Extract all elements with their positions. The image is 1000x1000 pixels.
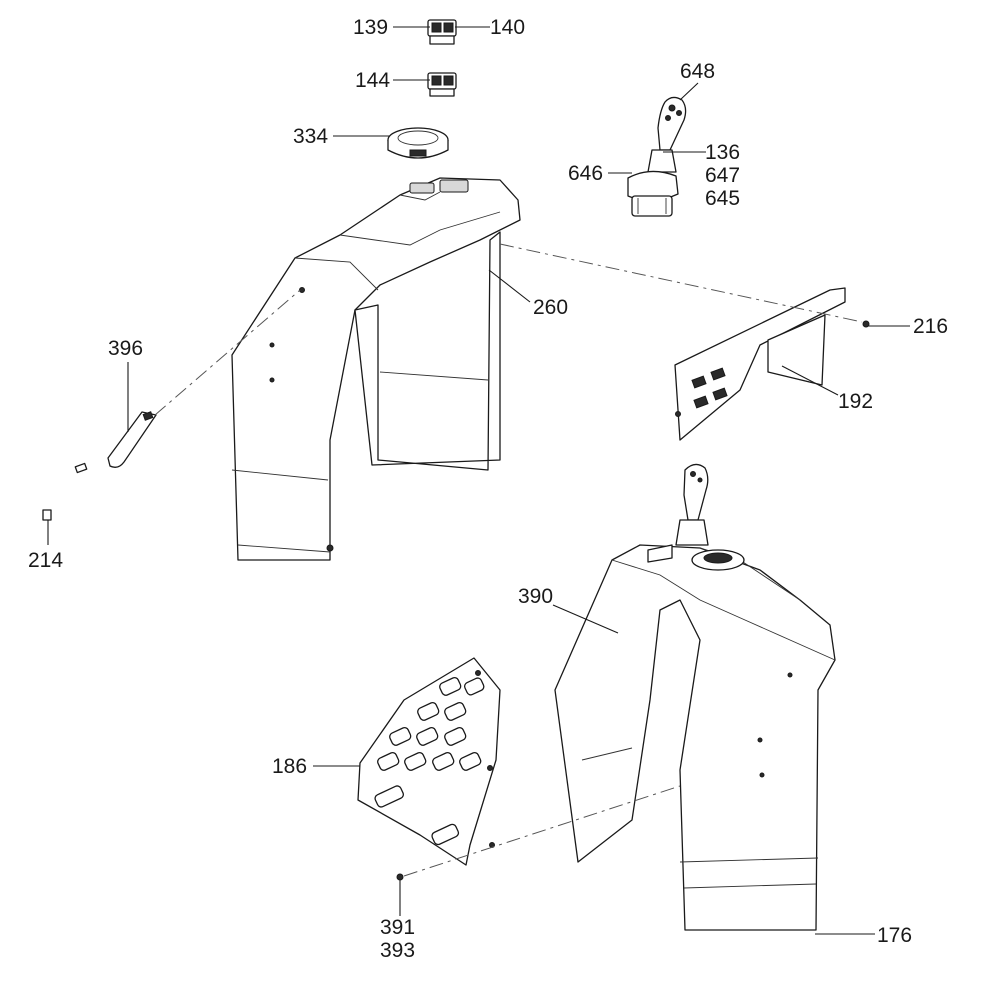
plate-slots: [374, 677, 485, 846]
cover-plate-192: [674, 287, 870, 441]
switch-144: [427, 72, 457, 97]
assembly-lines: [154, 243, 863, 877]
display-ring-334: [387, 127, 449, 159]
callout-391: 391: [380, 916, 415, 939]
callout-214: 214: [28, 549, 63, 572]
joystick-648: [627, 96, 687, 217]
callout-393: 393: [380, 939, 415, 962]
callout-396: 396: [108, 337, 143, 360]
screws-214: [42, 462, 88, 521]
callout-645: 645: [705, 187, 740, 210]
callout-334: 334: [293, 125, 328, 148]
callout-260: 260: [533, 296, 568, 319]
callout-648: 648: [680, 60, 715, 83]
callout-646: 646: [568, 162, 603, 185]
callout-647: 647: [705, 164, 740, 187]
callout-192: 192: [838, 390, 873, 413]
leader-lines: [47, 26, 910, 935]
callout-136: 136: [705, 141, 740, 164]
callout-139: 139: [353, 16, 388, 39]
callout-140: 140: [490, 16, 525, 39]
kick-plate-186: [357, 657, 501, 881]
callout-390: 390: [518, 585, 553, 608]
switch-139-140: [427, 19, 457, 45]
lower-console-176: [554, 463, 836, 931]
callout-186: 186: [272, 755, 307, 778]
callout-144: 144: [355, 69, 390, 92]
callout-216: 216: [913, 315, 948, 338]
callout-176: 176: [877, 924, 912, 947]
handle-396: [107, 411, 157, 468]
callout-labels: 139 140 144 334 648 136 646 647 645 260 …: [28, 16, 948, 962]
upper-console-260: [231, 177, 521, 561]
